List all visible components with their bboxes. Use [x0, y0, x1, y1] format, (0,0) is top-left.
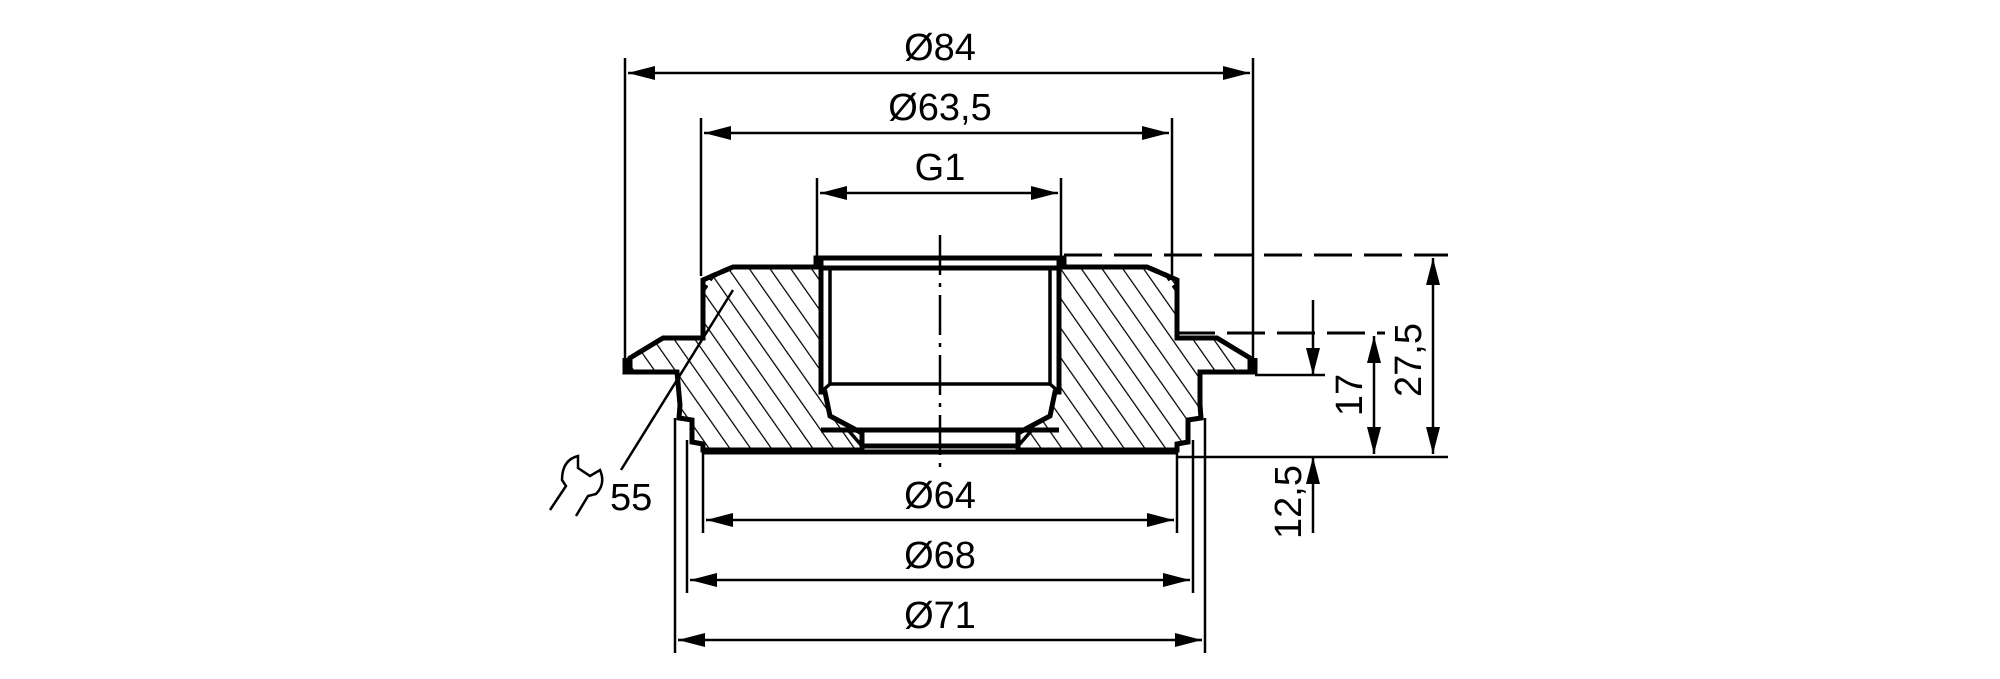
dim-diameter-63-5: Ø63,5 [888, 87, 992, 129]
dim-thread-g1: G1 [915, 147, 966, 189]
dim-height-12-5: 12,5 [1268, 465, 1310, 539]
dim-diameter-68: Ø68 [904, 535, 976, 577]
seal-outline-left [700, 264, 734, 338]
dim-diameter-71: Ø71 [904, 595, 976, 637]
dim-diameter-64: Ø64 [904, 475, 976, 517]
dim-diameter-84: Ø84 [904, 27, 976, 69]
section-left [627, 255, 865, 453]
flange-right-outline [1203, 358, 1258, 375]
wrench-icon [548, 454, 604, 517]
wrench-leader [619, 289, 735, 471]
dimension-lines [619, 66, 1440, 647]
dim-wrench-55: 55 [610, 477, 652, 519]
dim-height-27-5: 27,5 [1388, 323, 1430, 397]
flange-left-outline [622, 358, 677, 375]
part-cross-section [622, 235, 1258, 470]
seal-outline-right [1146, 264, 1180, 338]
dim-height-17: 17 [1329, 374, 1371, 416]
section-right [1015, 255, 1253, 453]
